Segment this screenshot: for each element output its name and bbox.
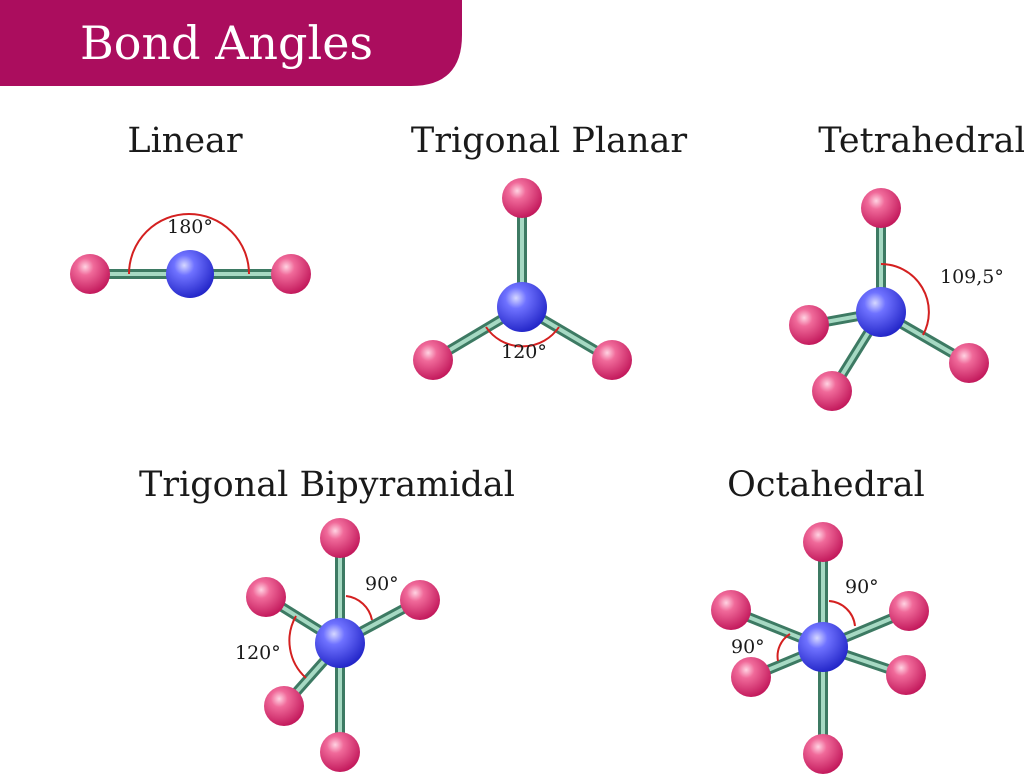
bonds xyxy=(430,198,615,365)
angle-arc xyxy=(128,213,250,275)
angle-label-oct-90-upper: 90° xyxy=(845,576,879,598)
angle-arc xyxy=(345,595,373,621)
angle-arc xyxy=(880,263,930,336)
molecule-octahedral: 90° 90° xyxy=(711,522,929,774)
outer-atom xyxy=(400,580,440,620)
outer-atom xyxy=(949,343,989,383)
outer-atom xyxy=(502,178,542,218)
outer-atom xyxy=(889,591,929,631)
outer-atom xyxy=(886,655,926,695)
angle-label-linear: 180° xyxy=(167,216,213,238)
angle-arc xyxy=(776,633,791,662)
outer-atom xyxy=(861,188,901,228)
label-octahedral: Octahedral xyxy=(727,465,925,505)
molecule-trigonal-bipyramidal: 90° 120° xyxy=(235,518,440,772)
central-atom xyxy=(798,622,848,672)
central-atom xyxy=(497,282,547,332)
molecule-linear: 180° xyxy=(70,213,311,298)
angle-label-tbp-90: 90° xyxy=(365,573,399,595)
molecule-trigonal-planar: 120° xyxy=(413,178,632,380)
outer-atom xyxy=(789,305,829,345)
angle-arc xyxy=(288,615,307,679)
outer-atom xyxy=(246,577,286,617)
angle-label-oct-90-left: 90° xyxy=(731,636,765,658)
header-banner: Bond Angles xyxy=(0,0,462,86)
angle-arc xyxy=(828,600,856,627)
label-trigonal-bipyramidal: Trigonal Bipyramidal xyxy=(139,465,515,505)
label-linear: Linear xyxy=(127,121,243,161)
outer-atom xyxy=(70,254,110,294)
angle-label-trigonal-planar: 120° xyxy=(501,341,547,363)
outer-atom xyxy=(264,686,304,726)
label-tetrahedral: Tetrahedral xyxy=(818,121,1024,161)
molecule-tetrahedral: 109,5° xyxy=(789,188,1004,411)
angle-label-tbp-120: 120° xyxy=(235,642,281,664)
outer-atom xyxy=(592,340,632,380)
header-background xyxy=(0,0,462,86)
outer-atom xyxy=(803,522,843,562)
label-trigonal-planar: Trigonal Planar xyxy=(411,121,687,161)
central-atom xyxy=(856,287,906,337)
angle-label-tetrahedral: 109,5° xyxy=(940,266,1004,288)
outer-atom xyxy=(812,371,852,411)
central-atom xyxy=(166,250,214,298)
angle-arc xyxy=(485,326,560,348)
outer-atom xyxy=(731,657,771,697)
outer-atom xyxy=(320,732,360,772)
page-title: Bond Angles xyxy=(80,16,373,70)
outer-atom xyxy=(413,340,453,380)
outer-atom xyxy=(271,254,311,294)
outer-atom xyxy=(711,590,751,630)
outer-atom xyxy=(320,518,360,558)
central-atom xyxy=(315,618,365,668)
outer-atom xyxy=(803,734,843,774)
